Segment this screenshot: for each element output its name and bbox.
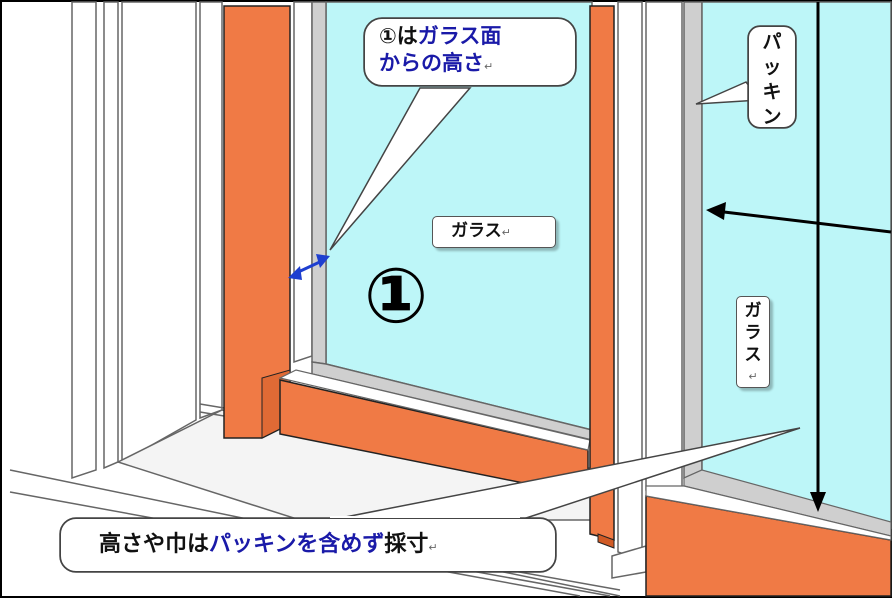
label-glass-right-char: ス <box>744 345 762 365</box>
label-packing: パ ッ キ ン <box>748 26 796 128</box>
right-sash-packing <box>683 1 703 480</box>
vertical-measure-arrow <box>810 2 826 512</box>
right-sash-frame <box>611 1 683 579</box>
callout-height-line1: ①はガラス面 <box>379 23 565 50</box>
callout-bottom-prefix: 高さや巾は <box>99 532 210 557</box>
label-packing-char: ン <box>762 106 782 128</box>
callout-bottom-excluding-packing: パッキンを含めず <box>209 532 385 557</box>
callout-height-glass-surface: ガラス面 <box>417 24 502 48</box>
label-glass-right-char: ラ <box>744 323 762 343</box>
right-sash-packing-bottom <box>683 469 892 537</box>
label-packing-char: ッ <box>762 56 782 78</box>
center-meeting-stile <box>589 5 615 541</box>
callout-measurement-note: 高さや巾はパッキンを含めず採寸↵ <box>60 518 556 572</box>
marker-number-one: ① <box>363 251 429 340</box>
bottom-callout-tail-join <box>330 516 520 522</box>
callout-height-line2-text: からの高さ <box>379 51 484 75</box>
label-packing-char: パ <box>762 31 782 53</box>
height-double-arrow <box>288 254 330 280</box>
callout-height-from-glass: ①はガラス面 からの高さ↵ <box>364 18 576 86</box>
top-callout-tail <box>329 87 472 251</box>
return-mark: ↵ <box>748 370 758 383</box>
callout-height-particle: は <box>396 24 418 48</box>
return-mark: ↵ <box>428 541 438 554</box>
callout-height-line2: からの高さ↵ <box>379 50 565 80</box>
callout-bottom-suffix: 採寸 <box>384 532 429 557</box>
left-sash-packing <box>293 1 593 441</box>
label-glass-left: ガラス↵ <box>432 216 556 248</box>
label-packing-char: キ <box>762 81 782 103</box>
label-glass-left-text: ガラス <box>451 221 502 241</box>
horizontal-measure-arrow <box>706 202 892 234</box>
label-glass-right: ガ ラ ス ↵ <box>736 296 770 388</box>
center-stile-foot <box>597 533 615 549</box>
return-mark: ↵ <box>484 60 494 73</box>
circle-one-symbol: ① <box>379 24 397 48</box>
right-sash-bottom-rail-top <box>645 485 892 541</box>
return-mark: ↵ <box>501 226 511 239</box>
label-glass-right-char: ガ <box>744 301 762 321</box>
